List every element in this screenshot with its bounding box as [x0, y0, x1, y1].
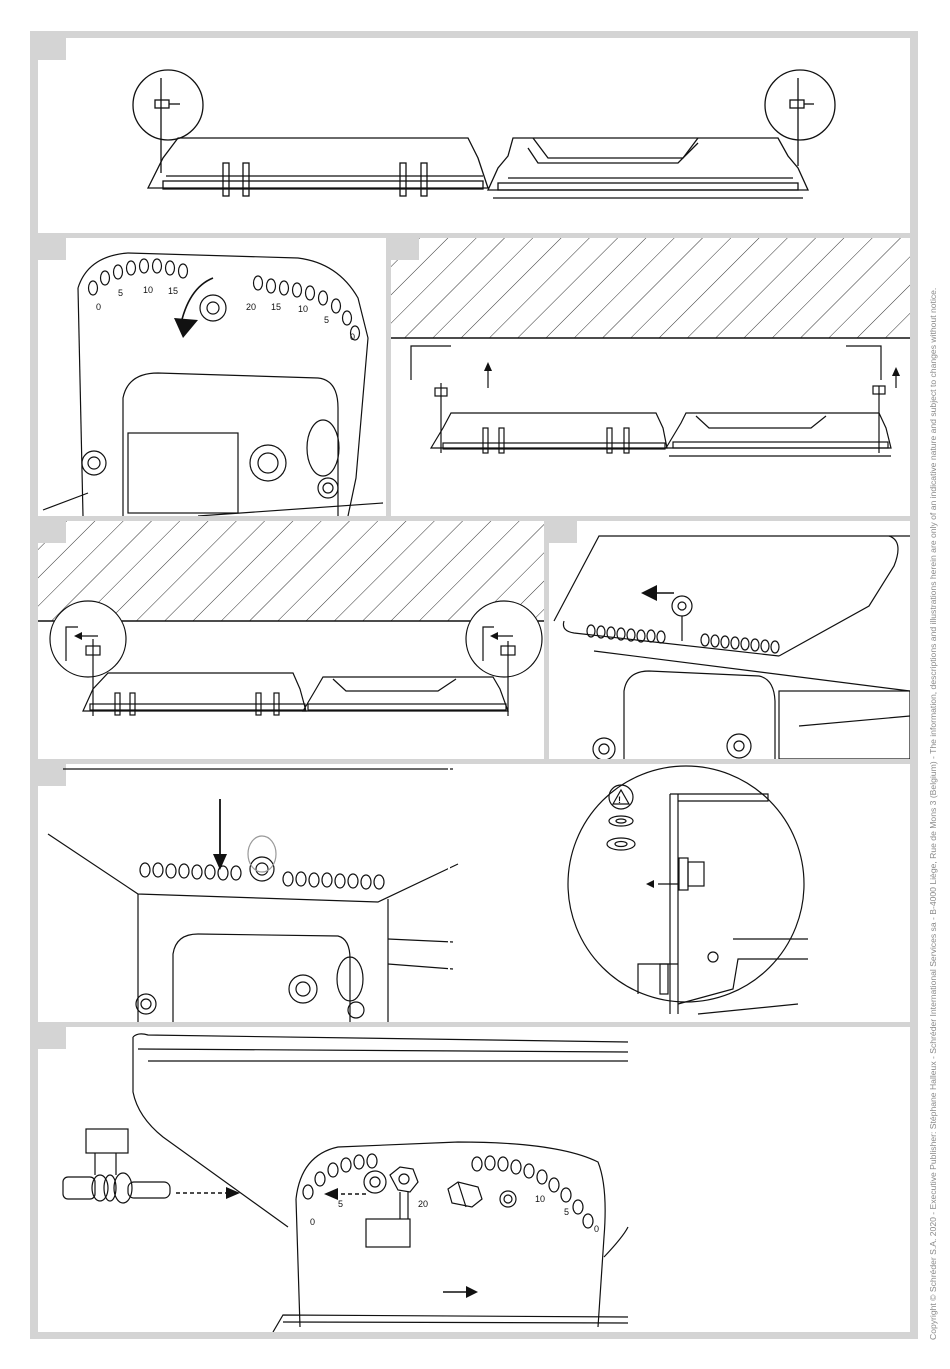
svg-text:10: 10: [143, 285, 153, 295]
svg-text:5: 5: [338, 1199, 343, 1209]
svg-text:5: 5: [118, 288, 123, 298]
svg-text:0: 0: [96, 302, 101, 312]
step-2-tab: [38, 238, 66, 260]
slot-holes: [139, 862, 385, 890]
adjustment-bolt: [199, 294, 227, 322]
ceiling-hatch: [38, 521, 544, 621]
detail-circle-left: [49, 600, 127, 678]
svg-text:15: 15: [271, 302, 281, 312]
step-5-drawing: [553, 535, 910, 759]
label-box-left: [85, 1128, 129, 1154]
detail-circle-right: [465, 600, 543, 678]
svg-text:10: 10: [298, 304, 308, 314]
step-3-tab: [391, 238, 419, 260]
svg-text:0: 0: [594, 1224, 599, 1234]
ceiling-hatch: [391, 238, 910, 338]
svg-text:5: 5: [324, 315, 329, 325]
step-1-tab: [38, 38, 66, 60]
detail-circle-right: [764, 69, 836, 141]
slot-holes: [586, 624, 780, 654]
svg-text:20: 20: [418, 1199, 428, 1209]
hex-nut: [389, 1166, 419, 1193]
step-6-tab: [38, 764, 66, 786]
warning-icon: [611, 788, 631, 805]
step-4-drawing: [38, 521, 544, 716]
step-4-tab: [38, 521, 66, 543]
svg-text:20: 20: [246, 302, 256, 312]
detail-circle-left: [132, 69, 204, 141]
copyright-notice: Copyright © Schréder S.A. 2020 - Executi…: [928, 287, 938, 1340]
step-7-drawing: 0 5 20 10 5 0: [62, 1033, 629, 1332]
svg-text:5: 5: [564, 1207, 569, 1217]
svg-text:!: !: [618, 795, 621, 805]
svg-text:0: 0: [310, 1217, 315, 1227]
step-1-drawing: [132, 69, 836, 199]
step-6-drawing: !: [47, 764, 808, 1022]
step-3-panel: [391, 238, 910, 516]
washer-icon-2: [606, 837, 636, 851]
svg-text:15: 15: [168, 286, 178, 296]
svg-text:0: 0: [350, 332, 355, 342]
step-2-drawing: 0 5 10 15 20 15 10 5 0: [42, 252, 384, 516]
step-1-panel: [38, 38, 910, 233]
step-7-panel: 0 5 20 10 5 0: [38, 1027, 910, 1332]
step-6-panel: !: [38, 764, 910, 1022]
adjustment-holes: [87, 258, 361, 341]
svg-text:10: 10: [535, 1194, 545, 1204]
step-5-panel: [549, 521, 910, 759]
step-4-panel: [38, 521, 544, 759]
step-5-tab: [549, 521, 577, 543]
adjustment-holes: [302, 1153, 594, 1229]
step-7-tab: [38, 1027, 66, 1049]
washer-icon: [608, 815, 634, 827]
label-box-right: [365, 1218, 411, 1248]
eye-bolt: [671, 595, 693, 617]
step-3-drawing: [391, 238, 910, 457]
step-2-panel: 0 5 10 15 20 15 10 5 0: [38, 238, 386, 516]
